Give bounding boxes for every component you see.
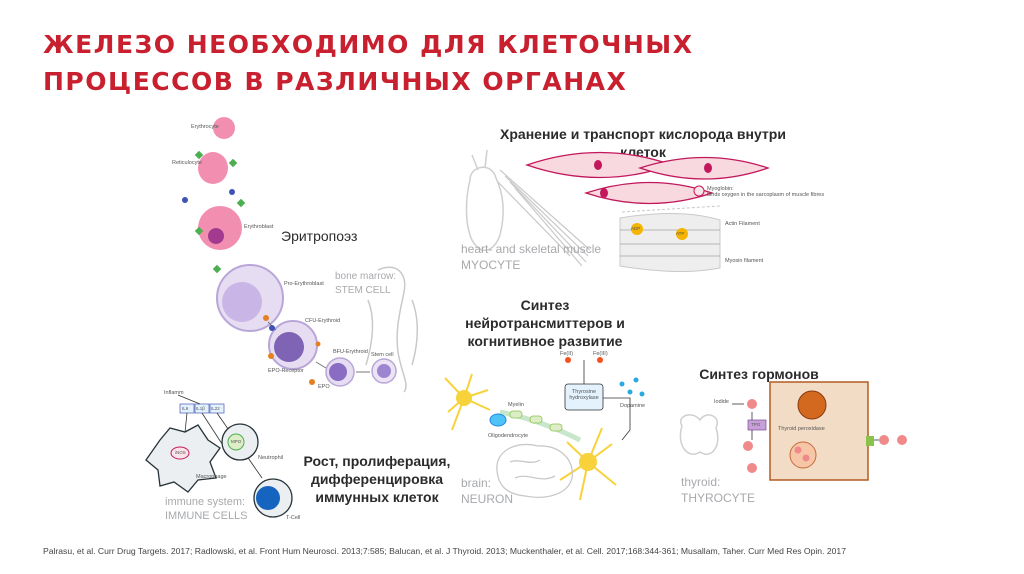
label-neutrophil: Neutrophil (258, 455, 283, 461)
label-il1b: IL1β (196, 406, 205, 411)
label-il6: IL6 (182, 406, 188, 411)
label-mpo: MPO (231, 439, 241, 444)
immune-caption: immune system: IMMUNE CELLS (165, 495, 248, 523)
label-immune-growth: Рост, пролиферация, дифференцировка имму… (288, 452, 466, 506)
immune-growth-line-3: иммунных клеток (288, 488, 466, 506)
references-footer: Palrasu, et al. Curr Drug Targets. 2017;… (43, 546, 846, 556)
immune-growth-line-2: дифференцировка (288, 470, 466, 488)
label-inflamm: Inflamm (164, 390, 184, 396)
immune-growth-line-1: Рост, пролиферация, (288, 452, 466, 470)
label-tcell: T-Cell (286, 515, 300, 521)
label-inos: iNOS (175, 450, 186, 455)
label-macrophage: Macrophage (196, 474, 227, 480)
label-il22: IL22 (211, 406, 220, 411)
immune-line-2: IMMUNE CELLS (165, 509, 248, 523)
immune-line-1: immune system: (165, 495, 248, 509)
